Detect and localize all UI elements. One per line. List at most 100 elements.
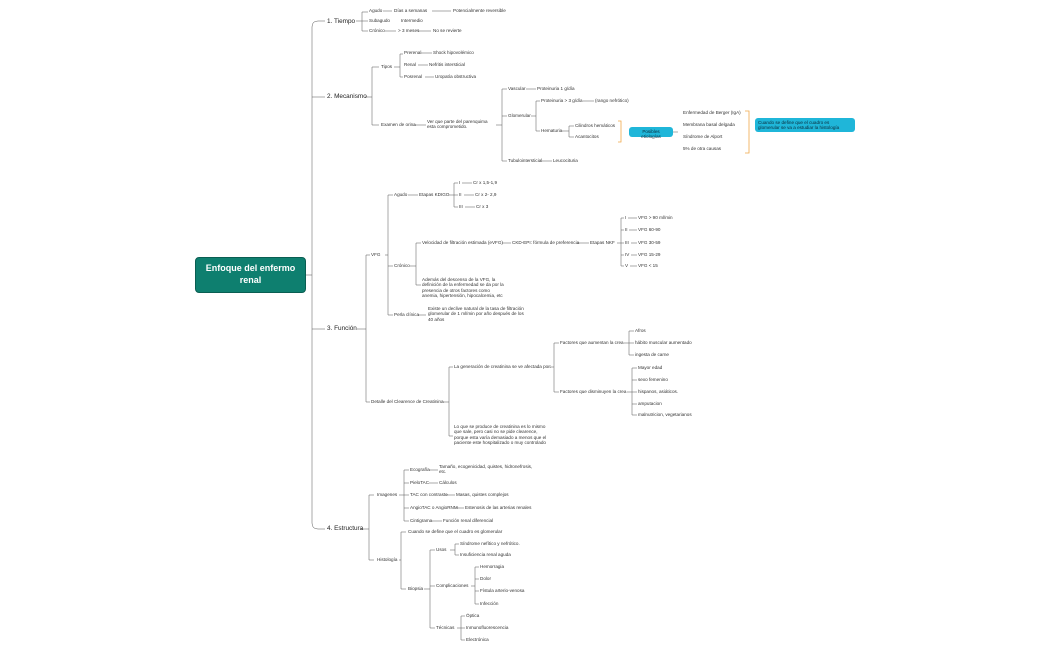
mecanismo-renal[interactable]: Renal (404, 62, 417, 67)
funcion-detalle-clearence[interactable]: Detalle del Clearence de Creatinina (371, 399, 444, 404)
aumenta-item[interactable]: ingesta de carne (635, 352, 669, 357)
mecanismo-tipos[interactable]: Tipos (381, 64, 393, 69)
nkf-value[interactable]: VFG 30-59 (638, 240, 661, 245)
biopsia-usos[interactable]: Usos (436, 547, 447, 552)
estructura-angiotac-detalle[interactable]: Estenosis de las arterias renales (465, 505, 532, 510)
branch-tiempo[interactable]: 1. Tiempo (327, 18, 356, 25)
tiempo-cronico-detalle[interactable]: > 3 meses (398, 28, 420, 33)
tiempo-agudo-detalle-2[interactable]: Potencialmente reversible (453, 8, 506, 13)
disminuye-item[interactable]: hispanos, asiáticos. (638, 389, 679, 394)
mecanismo-tubulo-detalle[interactable]: Leucocituria (553, 158, 578, 163)
mecanismo-vascular-detalle[interactable]: Proteinuria 1 g/día (537, 86, 575, 91)
mecanismo-tubulointersticial[interactable]: Tubulointersticial (508, 158, 543, 163)
estructura-histologia[interactable]: Histología (377, 557, 398, 562)
tecnica-item[interactable]: Electrónica (466, 637, 489, 642)
estructura-ecografia-detalle[interactable]: Tamaño, ecogenicidad, quistes, hidronefr… (439, 464, 533, 475)
nkf-stage[interactable]: IV (625, 252, 630, 257)
mecanismo-glomerular[interactable]: Glomerular (508, 113, 531, 118)
tiempo-cronico[interactable]: Crónico (369, 28, 385, 33)
root-node[interactable]: Enfoque del enfermo renal (195, 257, 306, 293)
funcion-etapas-kdigo[interactable]: Etapas KDIGO (419, 192, 450, 197)
mecanismo-posrenal[interactable]: Posrenal (404, 74, 423, 79)
funcion-perla-detalle[interactable]: Existe un declive natural de la tasa de … (428, 306, 524, 322)
kdigo-value[interactable]: Cr x 1,5-1,9 (473, 180, 497, 185)
estructura-tac-detalle[interactable]: Masas, quistes complejos (456, 492, 509, 497)
nkf-value[interactable]: VFG < 15 (638, 263, 658, 268)
tiempo-subagudo[interactable]: Subagudo (369, 18, 390, 23)
complicacion-item[interactable]: Fístula arterio-venosa (480, 588, 525, 593)
mecanismo-cilindros[interactable]: Cilindros hemáticos (575, 123, 616, 128)
etiologia-item[interactable]: Enfermedad de Berger (IgA) (683, 110, 741, 115)
estructura-angiotac[interactable]: AngioTAC o AngioRNM (410, 505, 458, 510)
usos-item[interactable]: Insuficiencia renal aguda (460, 552, 511, 557)
estructura-pielotac[interactable]: PieloTAC (410, 480, 430, 485)
funcion-ademas-nota[interactable]: Además del descenso de la VFG, la defini… (422, 277, 504, 298)
nkf-stage[interactable]: II (625, 227, 628, 232)
histologia-note-pill[interactable]: Cuando se define que el cuadro es glomer… (755, 118, 855, 132)
funcion-lo-que-se-produce[interactable]: Lo que se produce de creatinina es lo mi… (454, 424, 547, 445)
estructura-ecografia[interactable]: Ecografía (410, 467, 430, 472)
mecanismo-proteinuria-detalle[interactable]: (rango nefrótico) (595, 98, 629, 103)
estructura-tac-contraste[interactable]: TAC con contraste (410, 492, 448, 497)
posibles-etiologias-pill[interactable]: Posibles etiologías (629, 127, 673, 139)
tecnica-item[interactable]: Óptica (466, 613, 480, 618)
tecnica-item[interactable]: Inmunofluorescencia (466, 625, 509, 630)
mecanismo-hematuria[interactable]: Hematuria (541, 128, 563, 133)
aumenta-item[interactable]: hábito muscular aumentado (635, 340, 692, 345)
mecanismo-examen-detalle[interactable]: Ver que parte del parenquima esta compro… (427, 119, 488, 130)
funcion-perla-clinica[interactable]: Perla clínica (394, 312, 420, 317)
aumenta-item[interactable]: Afros (635, 328, 646, 333)
nkf-stage[interactable]: V (625, 263, 629, 268)
nkf-value[interactable]: VFG 15-29 (638, 252, 661, 257)
mecanismo-prerenal[interactable]: Prerenal (404, 50, 422, 55)
branch-mecanismo[interactable]: 2. Mecanismo (327, 93, 367, 100)
funcion-etapas-nkf[interactable]: Etapas NKF (590, 240, 615, 245)
funcion-ckd-epi[interactable]: CKD-EPI: fórmula de preferencia (512, 240, 580, 245)
tiempo-subagudo-detalle[interactable]: Intermedio (401, 18, 423, 23)
disminuye-item[interactable]: amputacion (638, 401, 662, 406)
complicacion-item[interactable]: Dolor (480, 576, 491, 581)
kdigo-value[interactable]: Cr x 3 (476, 204, 489, 209)
estructura-cintigrama-detalle[interactable]: Función renal diferencial (443, 518, 494, 523)
kdigo-stage[interactable]: II (459, 192, 462, 197)
mecanismo-renal-detalle[interactable]: Nefritis intersticial (429, 62, 465, 67)
kdigo-stage[interactable]: I (459, 180, 461, 185)
nkf-stage[interactable]: I (625, 215, 627, 220)
nkf-value[interactable]: VFG 60-90 (638, 227, 661, 232)
estructura-biopsia[interactable]: Biopsia (408, 586, 424, 591)
tiempo-cronico-detalle-2[interactable]: No se revierte (433, 28, 462, 33)
kdigo-value[interactable]: Cr x 2- 2,9 (475, 192, 497, 197)
etiologia-item[interactable]: Membrana basal delgada (683, 122, 735, 127)
mecanismo-examen-orina[interactable]: Examen de orina (381, 122, 416, 127)
funcion-factores-disminuyen[interactable]: Factores que disminuyen la crea (560, 389, 627, 394)
mecanismo-posrenal-detalle[interactable]: Uropatía obstructiva (435, 74, 477, 79)
nkf-value[interactable]: VFG > 90 ml/min (638, 215, 673, 220)
funcion-generacion-creatinina[interactable]: La generación de creatinina se ve afecta… (454, 364, 552, 369)
tiempo-agudo-detalle[interactable]: Días a semanas (394, 8, 428, 13)
mecanismo-vascular[interactable]: Vascular (508, 86, 526, 91)
etiologia-item[interactable]: 5% de otra causas (683, 146, 722, 151)
estructura-pielotac-detalle[interactable]: Cálculos (439, 480, 457, 485)
disminuye-item[interactable]: sexo femenino (638, 377, 668, 382)
funcion-vfg[interactable]: VFG (371, 252, 381, 257)
funcion-cronico[interactable]: Crónico (394, 263, 410, 268)
mecanismo-proteinuria[interactable]: Proteinuria > 3 g/día (541, 98, 583, 103)
estructura-imagenes[interactable]: Imagenes (377, 492, 398, 497)
etiologia-item[interactable]: Síndrome de Alport (683, 134, 723, 139)
complicacion-item[interactable]: Hemorragia (480, 564, 504, 569)
branch-estructura[interactable]: 4. Estructura (327, 525, 364, 532)
biopsia-tecnicas[interactable]: Técnicas (436, 625, 455, 630)
disminuye-item[interactable]: Mayor edad (638, 365, 663, 370)
disminuye-item[interactable]: malnutricion, vegetarianos (638, 412, 692, 417)
kdigo-stage[interactable]: III (459, 204, 463, 209)
funcion-agudo[interactable]: Agudo (394, 192, 408, 197)
estructura-histologia-detalle[interactable]: Cuando se define que el cuadro es glomer… (408, 529, 503, 534)
biopsia-complicaciones[interactable]: Complicaciones (436, 583, 469, 588)
usos-item[interactable]: Síndrome nefítico y nefrótico. (460, 541, 520, 546)
funcion-factores-aumentan[interactable]: Factores que aumentan la crea (560, 340, 624, 345)
estructura-cintigrama[interactable]: Cintigrama (410, 518, 433, 523)
branch-funcion[interactable]: 3. Función (327, 325, 357, 332)
mecanismo-prerenal-detalle[interactable]: Shock hipovolémico (433, 50, 474, 55)
complicacion-item[interactable]: Infección (480, 601, 499, 606)
funcion-velocidad-filtracion[interactable]: Velocidad de filtración estimada (eVFG) (422, 240, 503, 245)
